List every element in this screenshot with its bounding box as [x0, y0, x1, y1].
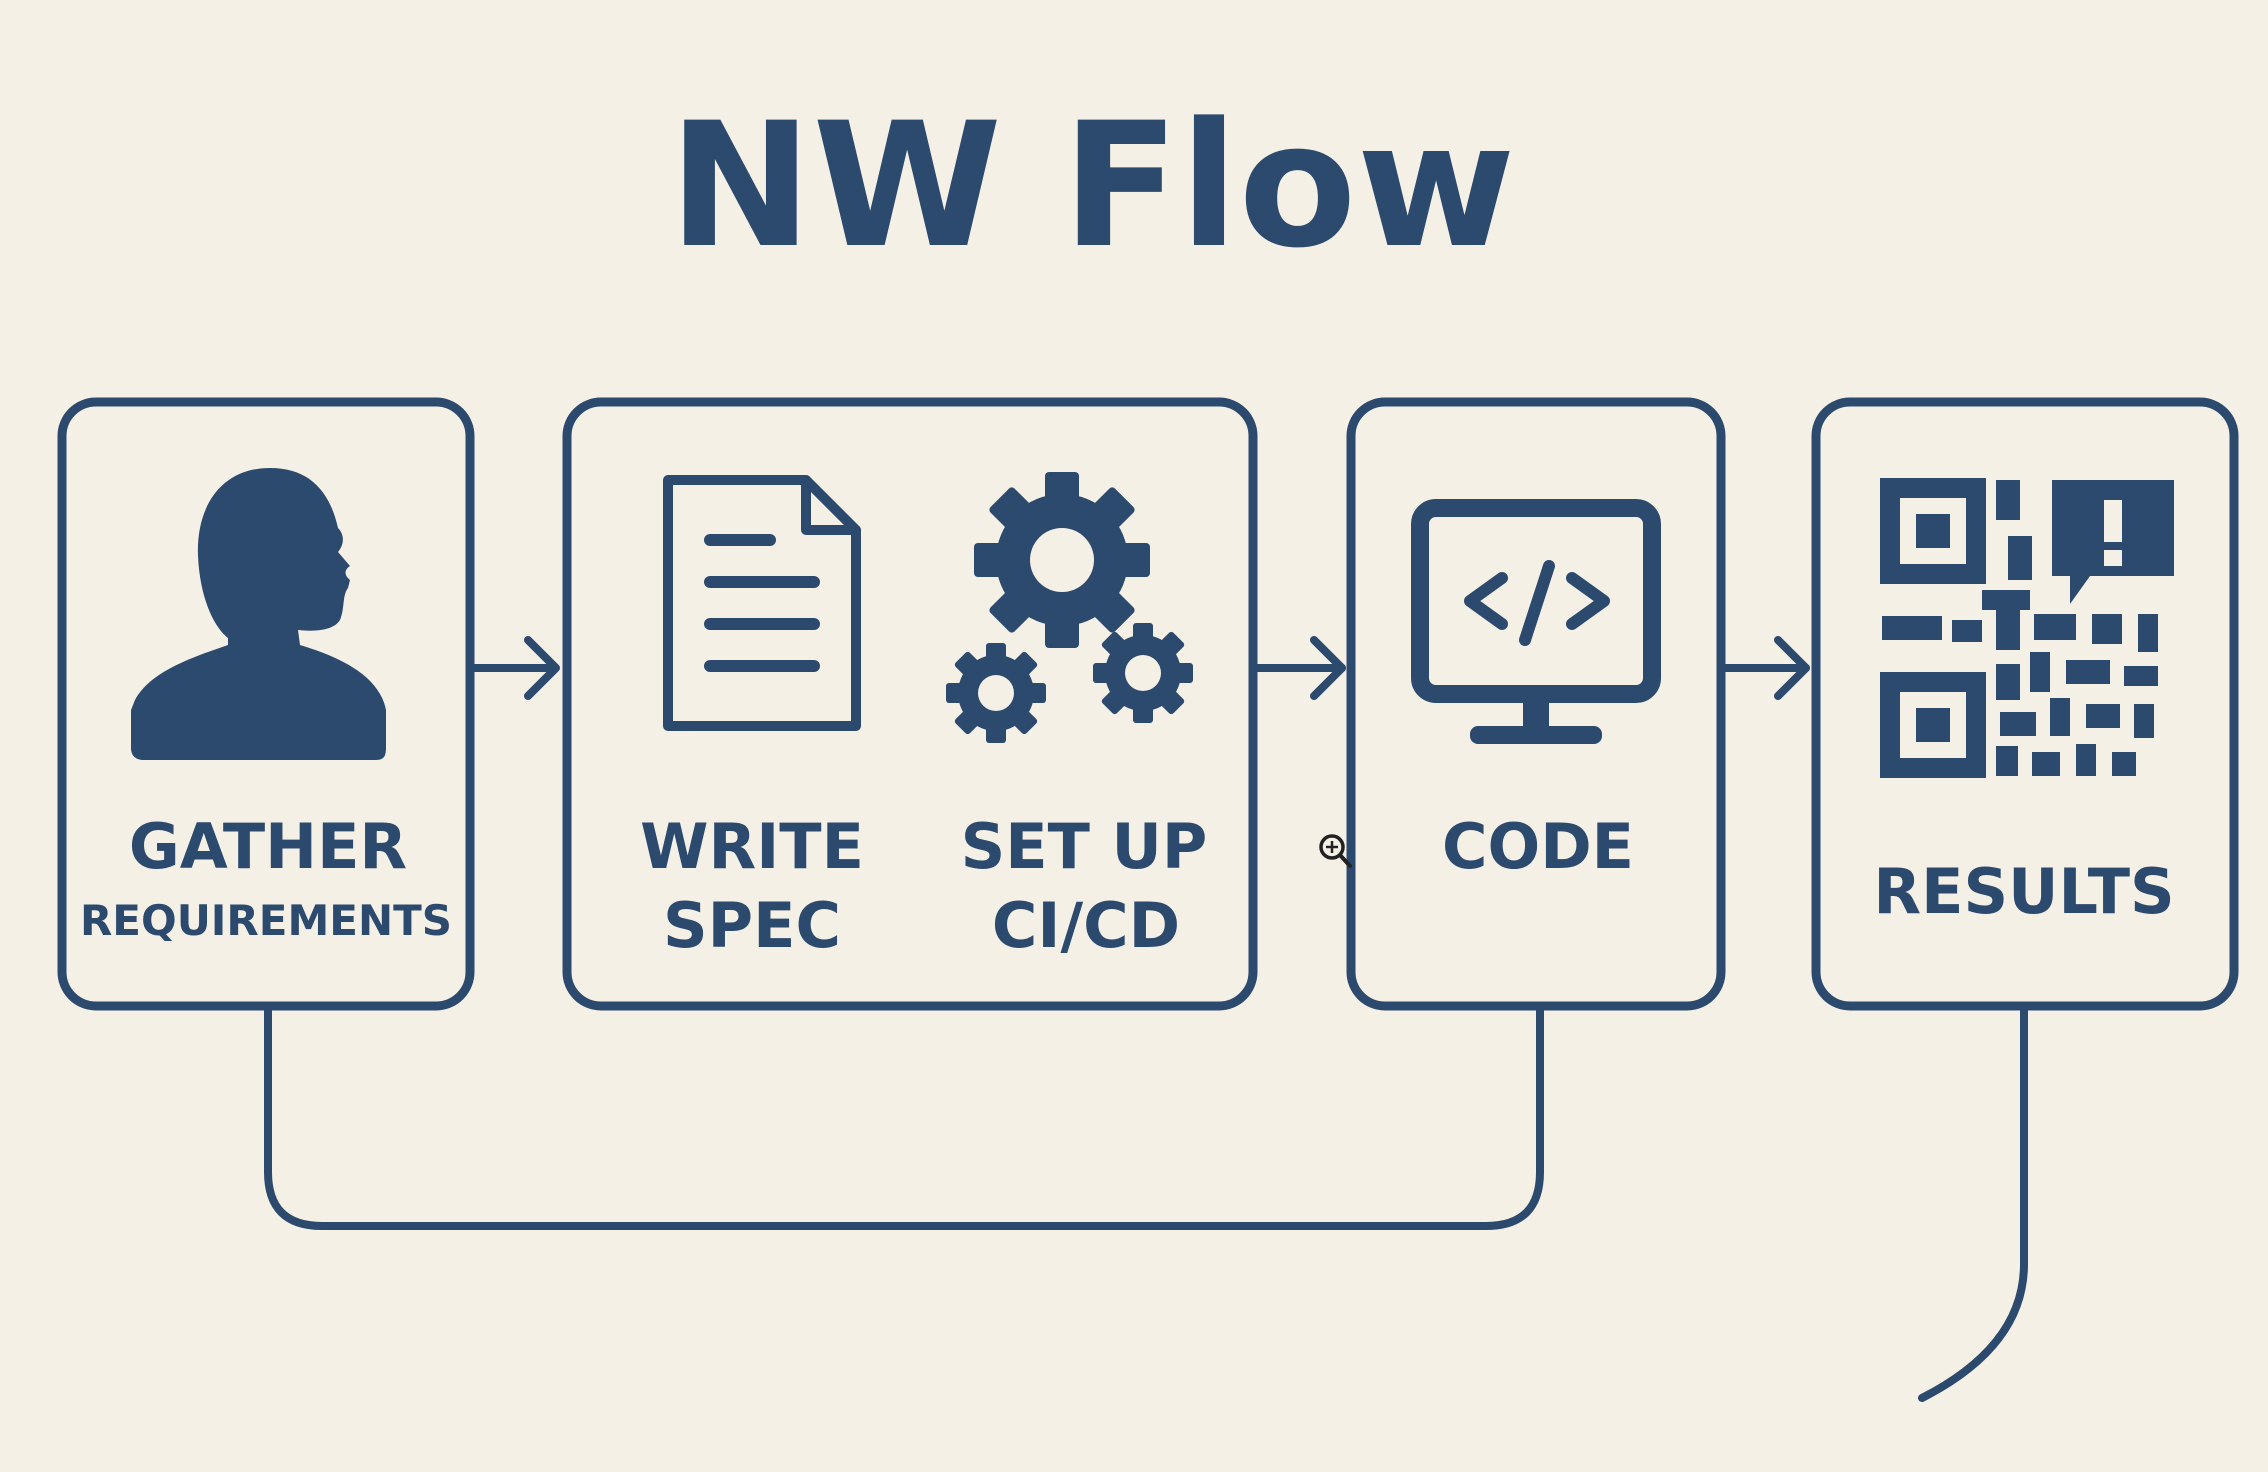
gather-label-line2: REQUIREMENTS [80, 896, 452, 945]
step-spec-and-cicd: WRITE SPEC SET UP CI/CD [562, 397, 1258, 1011]
feedback-loop-connector [264, 1004, 1544, 1230]
gears-icon [946, 472, 1193, 743]
step-gather-requirements: GATHER REQUIREMENTS [57, 397, 475, 1011]
step-code: CODE [1346, 397, 1726, 1011]
diagram-title: NW Flow [668, 85, 1515, 286]
zoom-cursor-icon [1319, 834, 1352, 868]
code-monitor-icon [1411, 499, 1661, 744]
code-label: CODE [1442, 810, 1634, 883]
write-spec-label-line2: SPEC [663, 889, 841, 962]
arrow-cicd-to-code [1252, 636, 1346, 700]
setup-cicd-label-line2: CI/CD [992, 889, 1180, 962]
step-results: RESULTS [1811, 397, 2239, 1011]
gather-label-line1: GATHER [129, 810, 407, 883]
results-label: RESULTS [1873, 855, 2174, 928]
arrow-gather-to-spec [468, 636, 560, 700]
qr-code-icon [1880, 478, 2174, 778]
person-icon [131, 468, 386, 760]
results-outgoing-line [1918, 1004, 2028, 1402]
document-icon [663, 475, 861, 731]
write-spec-label-line1: WRITE [640, 810, 864, 883]
setup-cicd-label-line1: SET UP [961, 810, 1208, 883]
arrow-code-to-results [1720, 636, 1810, 700]
